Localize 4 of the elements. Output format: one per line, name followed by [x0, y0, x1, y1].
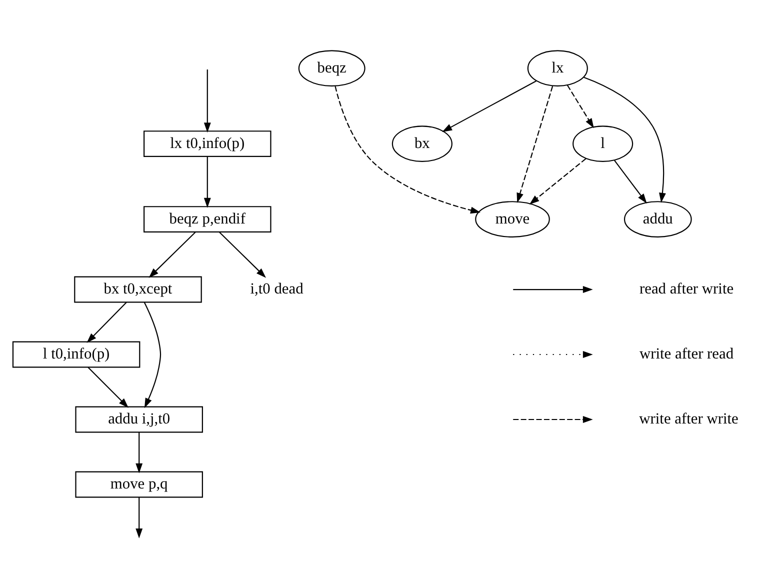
legend-label: read after write [639, 280, 734, 298]
node-text: i,t0 dead [250, 280, 304, 298]
legend-label: write after write [639, 410, 738, 428]
legend-label: write after read [639, 345, 734, 362]
